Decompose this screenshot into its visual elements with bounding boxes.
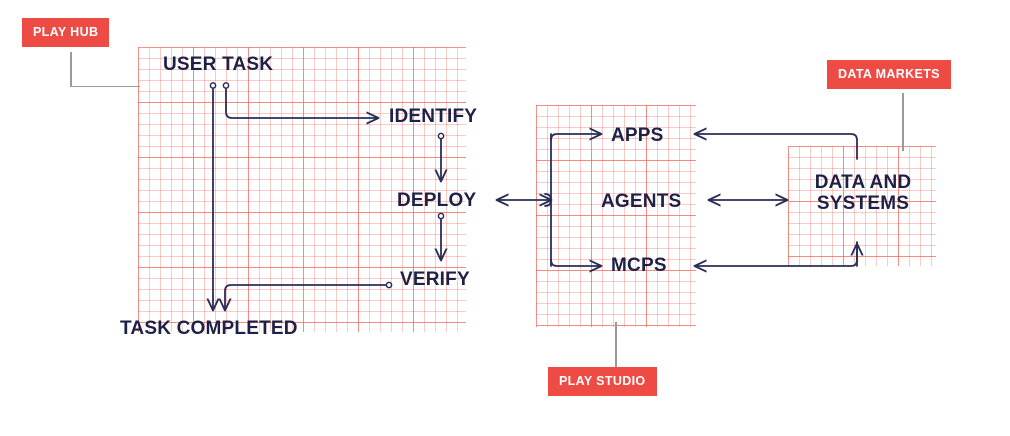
tag-data-markets[interactable]: DATA MARKETS <box>827 60 951 89</box>
split-brace-notch <box>544 193 552 207</box>
leader-line-play-studio-vertical <box>615 322 617 368</box>
node-data-and-systems: DATA AND SYSTEMS <box>800 172 926 215</box>
edge-data-systems-to-mcps <box>695 241 858 266</box>
edge-user-task-to-identify <box>225 88 378 118</box>
tag-play-hub[interactable]: PLAY HUB <box>22 18 110 47</box>
node-user-task: USER TASK <box>163 54 274 75</box>
node-apps: APPS <box>611 125 664 146</box>
leader-line-data-markets-vertical <box>902 93 904 151</box>
node-mcps: MCPS <box>611 255 667 276</box>
node-data-and-systems-line2: SYSTEMS <box>816 193 910 215</box>
leader-line-play-hub-horizontal <box>70 85 140 88</box>
edge-verify-to-task-completed <box>225 284 387 310</box>
tag-play-studio[interactable]: PLAY STUDIO <box>548 367 657 396</box>
origin-dot-user-task-down <box>209 82 217 89</box>
origin-dot-verify <box>385 281 393 289</box>
origin-dot-identify <box>437 132 445 140</box>
edge-split-to-mcps <box>550 259 601 266</box>
edge-split-to-apps <box>550 134 601 141</box>
node-agents: AGENTS <box>601 191 682 212</box>
node-identify: IDENTIFY <box>389 106 478 127</box>
edge-data-systems-to-apps <box>695 134 858 160</box>
node-verify: VERIFY <box>400 269 470 290</box>
origin-dot-user-task-identify <box>222 82 230 89</box>
node-data-and-systems-line1: DATA AND <box>814 172 912 193</box>
origin-dot-deploy <box>437 212 445 220</box>
node-task-completed: TASK COMPLETED <box>120 318 298 339</box>
leader-line-play-hub-vertical <box>70 52 72 87</box>
node-deploy: DEPLOY <box>397 190 477 211</box>
